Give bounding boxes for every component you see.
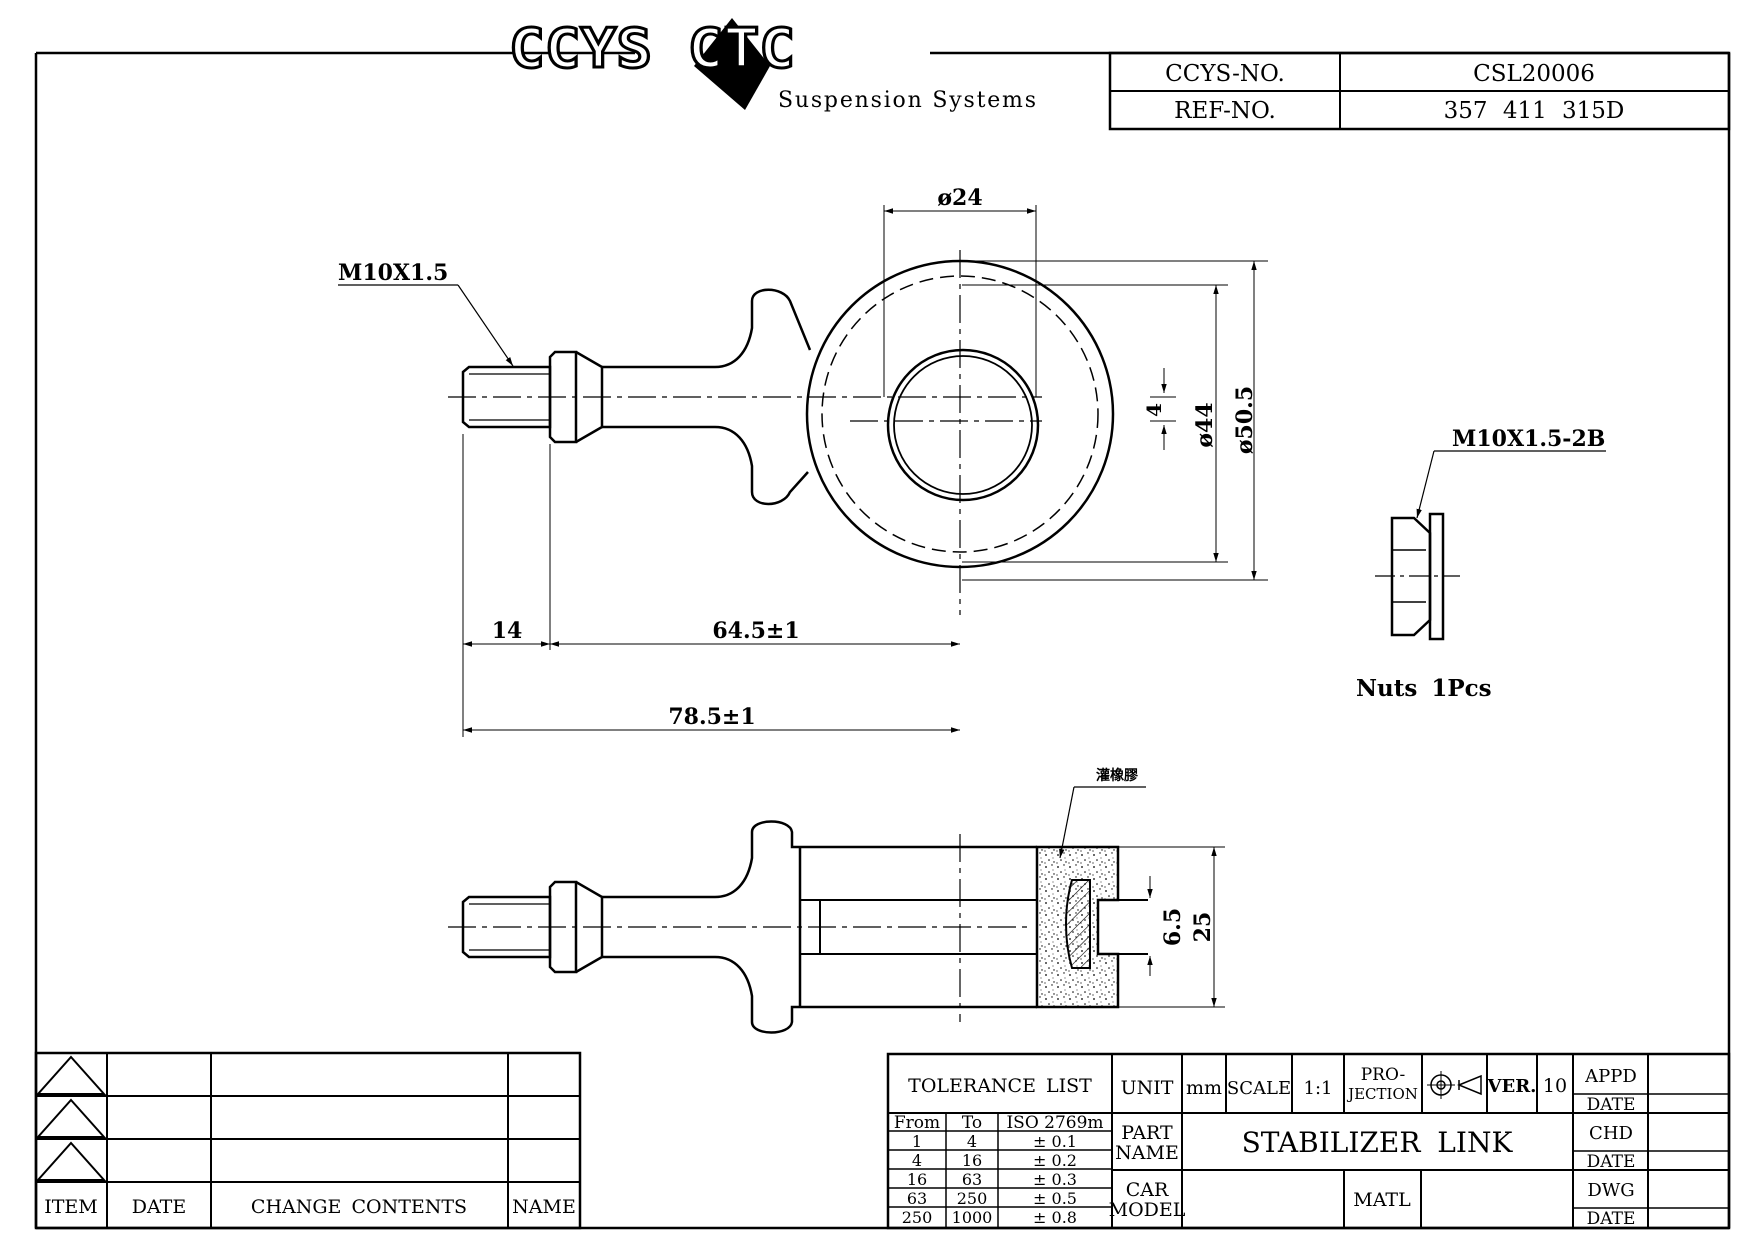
tolerance-header-from: From (894, 1113, 940, 1133)
dim-slot-width: 6.5 (1160, 908, 1186, 946)
part-name-value: STABILIZER LINK (1242, 1126, 1514, 1159)
title-block: TOLERANCE LIST From To ISO 2769m 1 4 ± 0… (886, 1052, 1731, 1230)
dim-offset: 4 (1142, 403, 1166, 417)
version-value: 10 (1543, 1075, 1567, 1097)
checked-label: CHD (1589, 1123, 1633, 1144)
ref-no-label: REF-NO. (1174, 98, 1276, 124)
tolerance-header-iso: ISO 2769m (1006, 1113, 1103, 1133)
nut-view: M10X1.5-2B Nuts 1Pcs (1356, 426, 1606, 702)
revision-header-date: DATE (132, 1196, 186, 1218)
tolerance-row-value: ± 0.5 (1033, 1189, 1077, 1208)
unit-value: mm (1186, 1077, 1222, 1099)
scale-value: 1:1 (1304, 1078, 1333, 1099)
dim-total-length: 78.5±1 (668, 704, 755, 730)
nut-quantity: Nuts 1Pcs (1356, 675, 1492, 702)
cone (575, 350, 604, 444)
tolerance-row-from: 250 (902, 1208, 933, 1227)
car-model-label-line2: MODEL (1109, 1199, 1186, 1221)
revision-triangle-2 (35, 1098, 107, 1138)
drawn-label: DWG (1587, 1180, 1634, 1201)
checked-date-label: DATE (1587, 1152, 1636, 1172)
dim-thread-length: 14 (492, 618, 523, 644)
side-cone (575, 880, 604, 974)
revision-triangle-1 (35, 1055, 107, 1095)
dim-shank-length: 64.5±1 (712, 618, 799, 644)
material-note: 灌橡膠 (1096, 767, 1138, 784)
bore-outer (886, 348, 1040, 502)
revision-header-name: NAME (512, 1196, 576, 1218)
tolerance-row-to: 63 (962, 1170, 982, 1189)
projection-label-line1: PRO- (1361, 1065, 1406, 1085)
logo-subtitle: Suspension Systems (778, 88, 1036, 113)
logo-triangle-bottom (694, 66, 770, 110)
ccys-no-label: CCYS-NO. (1165, 61, 1285, 87)
bore-inner (893, 355, 1033, 495)
tolerance-row-from: 63 (907, 1189, 927, 1208)
shank-upper (602, 288, 812, 369)
approved-date-label: DATE (1587, 1095, 1636, 1115)
tolerance-header-to: To (962, 1113, 982, 1133)
tolerance-row-value: ± 0.1 (1033, 1132, 1077, 1151)
tolerance-row-to: 1000 (952, 1208, 993, 1227)
drawing-number-box: CCYS-NO. CSL20006 REF-NO. 357 411 315D (1108, 51, 1731, 131)
tolerance-row-value: ± 0.3 (1033, 1170, 1077, 1189)
dim-outer-ring-diameter: ø50.5 (1232, 386, 1258, 454)
dim-link-width: 25 (1190, 912, 1216, 943)
revision-triangle-3 (35, 1141, 107, 1181)
side-shank-lower (602, 955, 800, 1034)
dim-inner-ring-diameter: ø44 (1192, 402, 1218, 447)
drawn-date-label: DATE (1587, 1209, 1636, 1229)
ccys-no-value: CSL20006 (1473, 61, 1595, 87)
tolerance-rows: 1 4 ± 0.1 4 16 ± 0.2 16 63 ± 0.3 63 250 … (902, 1132, 1077, 1227)
unit-label: UNIT (1121, 1077, 1174, 1099)
tolerance-row-from: 1 (912, 1132, 922, 1151)
logo-text: CCYS CTC (509, 17, 795, 80)
side-shank-upper (602, 820, 800, 899)
approved-label: APPD (1584, 1066, 1637, 1087)
shank-lower (602, 425, 809, 506)
insert-section-hatched (1065, 879, 1091, 969)
tolerance-title: TOLERANCE LIST (908, 1075, 1092, 1097)
nut-thread-spec: M10X1.5-2B (1452, 426, 1605, 452)
revision-header-change-contents: CHANGE CONTENTS (251, 1196, 467, 1218)
dim-bore-diameter: ø24 (937, 185, 982, 211)
company-logo: CCYS CTC Suspension Systems (508, 16, 1037, 114)
version-label: VER. (1487, 1076, 1537, 1097)
outer-ring (805, 259, 1115, 569)
ref-no-value: 357 411 315D (1444, 98, 1625, 124)
revision-block: ITEM DATE CHANGE CONTENTS NAME (34, 1051, 582, 1230)
car-model-label-line1: CAR (1126, 1179, 1169, 1201)
material-label: MATL (1353, 1189, 1411, 1211)
projection-label-line2: JECTION (1346, 1085, 1418, 1103)
tolerance-row-from: 16 (907, 1170, 927, 1189)
tolerance-row-to: 250 (957, 1189, 988, 1208)
part-name-label-line2: NAME (1115, 1142, 1179, 1164)
top-view: ø24 ø50.5 ø44 4 M10X1.5 14 64.5±1 78.5±1 (338, 185, 1268, 737)
tolerance-row-value: ± 0.8 (1033, 1208, 1077, 1227)
tolerance-row-to: 16 (962, 1151, 982, 1170)
inner-ring-hidden (821, 275, 1099, 553)
part-name-label-line1: PART (1121, 1122, 1173, 1144)
thread-spec-label: M10X1.5 (338, 260, 448, 286)
logo-triangle-top (694, 18, 770, 66)
tolerance-row-value: ± 0.2 (1033, 1151, 1077, 1170)
tolerance-row-to: 4 (967, 1132, 977, 1151)
revision-header-item: ITEM (44, 1196, 98, 1218)
side-view: 6.5 25 灌橡膠 (448, 767, 1225, 1034)
projection-symbol-icon (1427, 1071, 1482, 1099)
scale-label: SCALE (1227, 1078, 1291, 1099)
tolerance-row-from: 4 (912, 1151, 922, 1170)
